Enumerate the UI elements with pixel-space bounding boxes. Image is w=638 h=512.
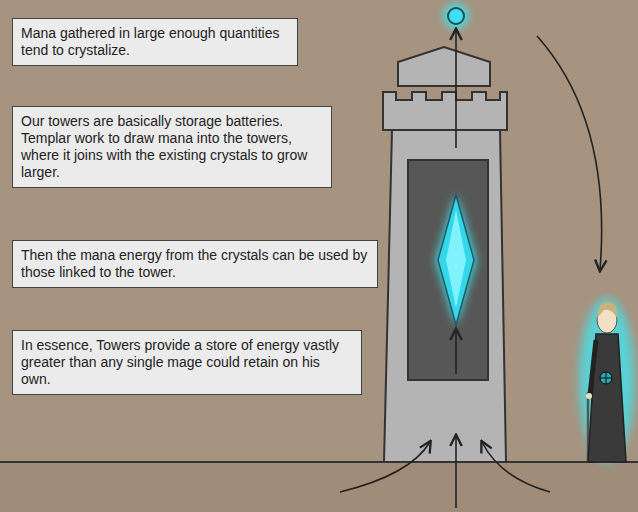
flow-arrow (482, 442, 550, 492)
crystal-highlight (446, 210, 466, 308)
ground (0, 462, 638, 512)
caption-text: Then the mana energy from the crystals c… (21, 247, 369, 281)
text-box: In essence, Towers provide a store of en… (12, 330, 362, 395)
mage-emblem (600, 372, 612, 384)
mage-robe (588, 334, 626, 462)
caption-text: Mana gathered in large enough quantities… (21, 25, 289, 59)
caption-text: Our towers are basically storage batteri… (21, 113, 323, 181)
mana-crystal (438, 195, 474, 325)
roof-edge (398, 85, 490, 87)
flow-arrow (455, 330, 457, 374)
flow-arrow (455, 30, 457, 148)
tower-battlement (383, 92, 507, 130)
tower-roof (398, 47, 490, 86)
text-box: Then the mana energy from the crystals c… (12, 240, 378, 288)
crystal-glow (436, 195, 476, 325)
mage-emblem (606, 372, 607, 384)
mage-arm (590, 340, 596, 395)
ground-line (0, 461, 638, 463)
mage-hair (597, 302, 617, 318)
tower-window (408, 160, 488, 380)
flow-arrow (340, 442, 430, 492)
flow-arrow (537, 36, 602, 270)
flow-arrow (455, 436, 457, 508)
orb-glow (444, 4, 468, 28)
caption-text: In essence, Towers provide a store of en… (21, 337, 353, 388)
text-box: Our towers are basically storage batteri… (12, 106, 332, 188)
text-box: Mana gathered in large enough quantities… (12, 18, 298, 66)
mage-glow (579, 298, 635, 462)
mage-hand (586, 393, 592, 399)
mana-orb (448, 8, 464, 24)
tower-body (384, 130, 506, 462)
